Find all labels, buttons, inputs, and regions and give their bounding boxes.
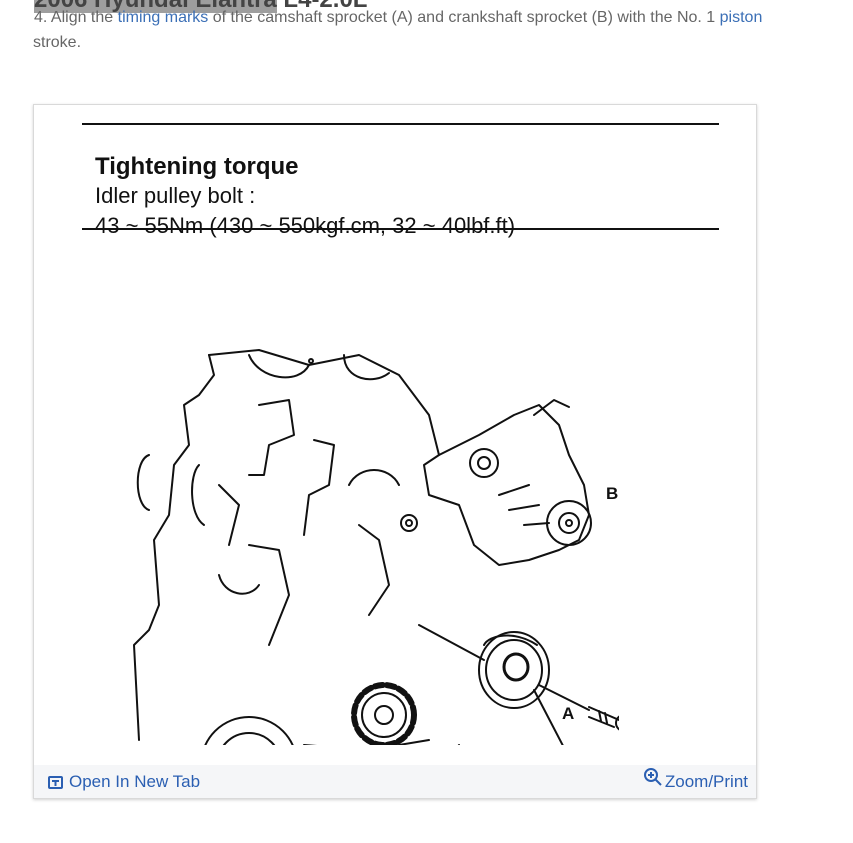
open-in-new-tab-label: Open In New Tab bbox=[69, 772, 201, 791]
zoom-print-label: Zoom/Print bbox=[664, 772, 748, 791]
torque-title: Tightening torque bbox=[95, 153, 299, 180]
torque-bottom-rule bbox=[82, 228, 719, 230]
step-text-line2: stroke. bbox=[33, 34, 82, 51]
figure-card: Tightening torque Idler pulley bolt : 43… bbox=[33, 104, 757, 799]
idler-pulley bbox=[478, 631, 550, 709]
callout-b: B bbox=[606, 484, 619, 503]
crank-pulley bbox=[204, 716, 294, 745]
torque-spec-box: Tightening torque Idler pulley bolt : 43… bbox=[82, 123, 719, 238]
step-prefix: 4. Align the bbox=[34, 9, 118, 26]
zoom-print-link[interactable]: Zoom/Print bbox=[643, 767, 748, 792]
figure-footer: Open In New Tab Zoom/Print bbox=[34, 765, 756, 798]
heading-highlight: 2006 Hyundai Elantra bbox=[34, 0, 277, 13]
piston-link[interactable]: piston bbox=[719, 9, 763, 26]
leader-a bbox=[533, 689, 564, 745]
engine-diagram bbox=[133, 349, 619, 745]
open-new-tab-icon bbox=[48, 775, 63, 789]
heading-rest: L4-2.0L bbox=[277, 0, 367, 13]
alternator-housing bbox=[423, 404, 590, 566]
timing-marks-link[interactable]: timing marks bbox=[117, 9, 209, 26]
callout-a: A bbox=[562, 704, 575, 723]
zoom-in-icon bbox=[643, 768, 662, 786]
torque-top-rule bbox=[82, 123, 719, 125]
engine-block-outline bbox=[133, 354, 215, 741]
torque-value: 43 ~ 55Nm (430 ~ 550kgf.cm, 32 ~ 40lbf.f… bbox=[95, 213, 516, 238]
step-text: 4. Align the timing marks of the camshaf… bbox=[34, 9, 762, 27]
figure-image[interactable]: Tightening torque Idler pulley bolt : 43… bbox=[34, 105, 756, 765]
torque-item: Idler pulley bolt : bbox=[95, 183, 256, 208]
open-in-new-tab-link[interactable]: Open In New Tab bbox=[48, 772, 200, 792]
idler-bolt bbox=[588, 706, 619, 731]
crankshaft-sprocket bbox=[351, 682, 417, 745]
step-middle: of the camshaft sprocket (A) and cranksh… bbox=[208, 9, 720, 26]
page-heading: 2006 Hyundai Elantra L4-2.0L bbox=[34, 0, 367, 14]
